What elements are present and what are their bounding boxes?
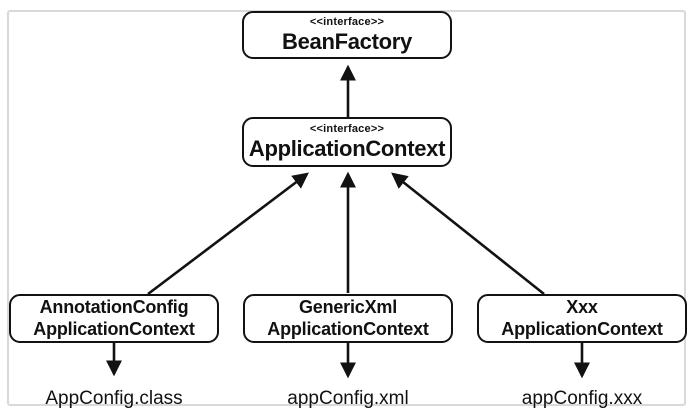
arrow-xxx-to-appcontext — [391, 172, 545, 296]
applicationcontext-stereotype: <<interface>> — [309, 123, 385, 135]
xxx-line2: ApplicationContext — [501, 318, 663, 339]
node-applicationcontext: <<interface>> ApplicationContext — [242, 117, 452, 167]
applicationcontext-name: ApplicationContext — [248, 136, 446, 161]
genericxml-line2: ApplicationContext — [267, 318, 429, 339]
annotationconfig-line1: AnnotationConfig — [39, 297, 189, 317]
annotationconfig-line2: ApplicationContext — [33, 318, 195, 339]
node-genericxml-applicationcontext: GenericXml ApplicationContext — [243, 294, 453, 343]
node-annotationconfig-applicationcontext: AnnotationConfig ApplicationContext — [9, 294, 219, 343]
file-label-appconfig-xxx: appConfig.xxx — [521, 388, 643, 409]
file-label-appconfig-xml: appConfig.xml — [287, 388, 409, 409]
genericxml-line1: GenericXml — [298, 297, 398, 317]
arrow-annotationconfig-to-appcontext — [147, 172, 309, 296]
node-beanfactory: <<interface>> BeanFactory — [242, 11, 452, 59]
beanfactory-name: BeanFactory — [282, 29, 412, 54]
beanfactory-stereotype: <<interface>> — [309, 16, 385, 28]
file-label-appconfig-class: AppConfig.class — [45, 388, 183, 409]
xxx-line1: Xxx — [566, 297, 598, 317]
node-xxx-applicationcontext: Xxx ApplicationContext — [477, 294, 687, 343]
